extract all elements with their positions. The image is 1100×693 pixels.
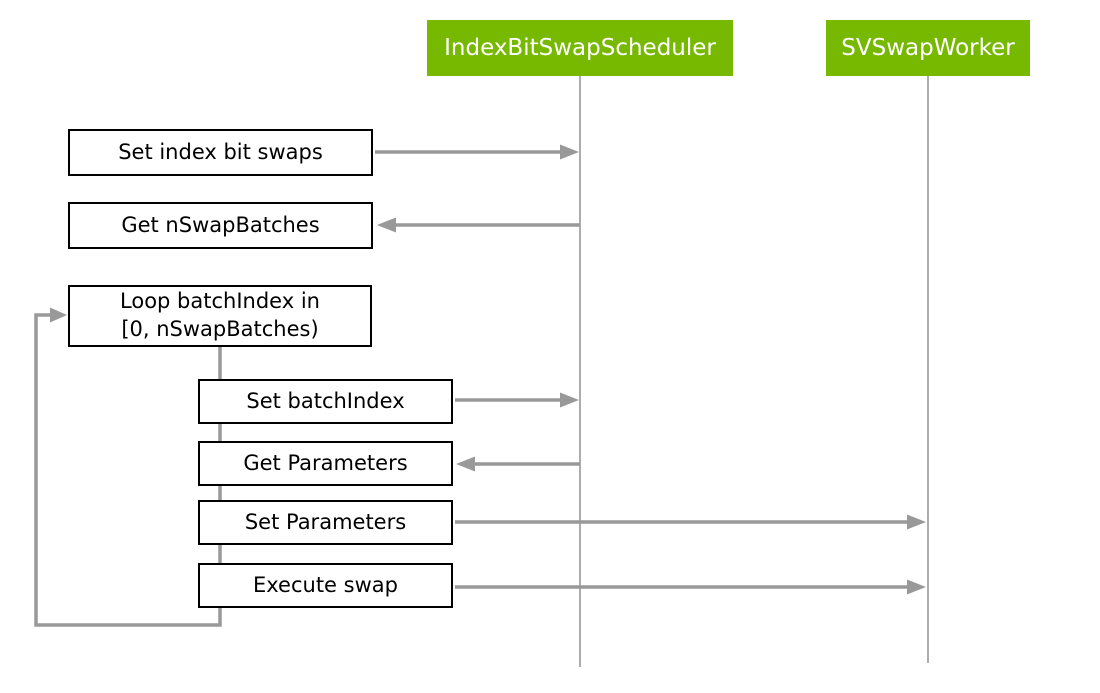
loop-label-line2: [0, nSwapBatches) — [121, 317, 319, 341]
actor-indexbitswapscheduler: IndexBitSwapScheduler — [427, 20, 733, 76]
arrowhead-set-batchindex-icon — [560, 392, 579, 408]
step-label: Set Parameters — [244, 509, 407, 534]
arrowhead-set-parameters-icon — [907, 514, 926, 530]
loop-return-path — [34, 313, 222, 627]
step-label: Set batchIndex — [246, 388, 405, 413]
loop-label-line1: Loop batchIndex in — [120, 289, 320, 314]
step-label: Set index bit swaps — [118, 139, 323, 164]
arrowhead-execute-swap-icon — [907, 579, 926, 595]
arrowhead-set-index-bit-swaps-icon — [560, 144, 579, 160]
step-box-get-nswapbatches: Get nSwapBatches — [68, 202, 373, 249]
step-box-set-batchindex: Set batchIndex — [198, 379, 453, 424]
actor-label: IndexBitSwapScheduler — [444, 35, 716, 61]
step-label: Get Parameters — [243, 450, 408, 475]
step-box-set-index-bit-swaps: Set index bit swaps — [68, 129, 373, 176]
arrowhead-get-parameters-icon — [456, 456, 475, 472]
step-box-get-parameters: Get Parameters — [198, 441, 453, 486]
step-label: Get nSwapBatches — [121, 212, 320, 237]
actor-svswapworker: SVSwapWorker — [826, 20, 1030, 76]
step-box-execute-swap: Execute swap — [198, 563, 453, 608]
step-box-set-parameters: Set Parameters — [198, 500, 453, 545]
arrowhead-get-nswapbatches-icon — [377, 217, 396, 233]
loop-return-arrowhead-icon — [50, 307, 67, 323]
actor-label: SVSwapWorker — [841, 35, 1015, 61]
loop-box: Loop batchIndex in [0, nSwapBatches) — [68, 285, 372, 347]
step-label: Execute swap — [253, 572, 398, 597]
